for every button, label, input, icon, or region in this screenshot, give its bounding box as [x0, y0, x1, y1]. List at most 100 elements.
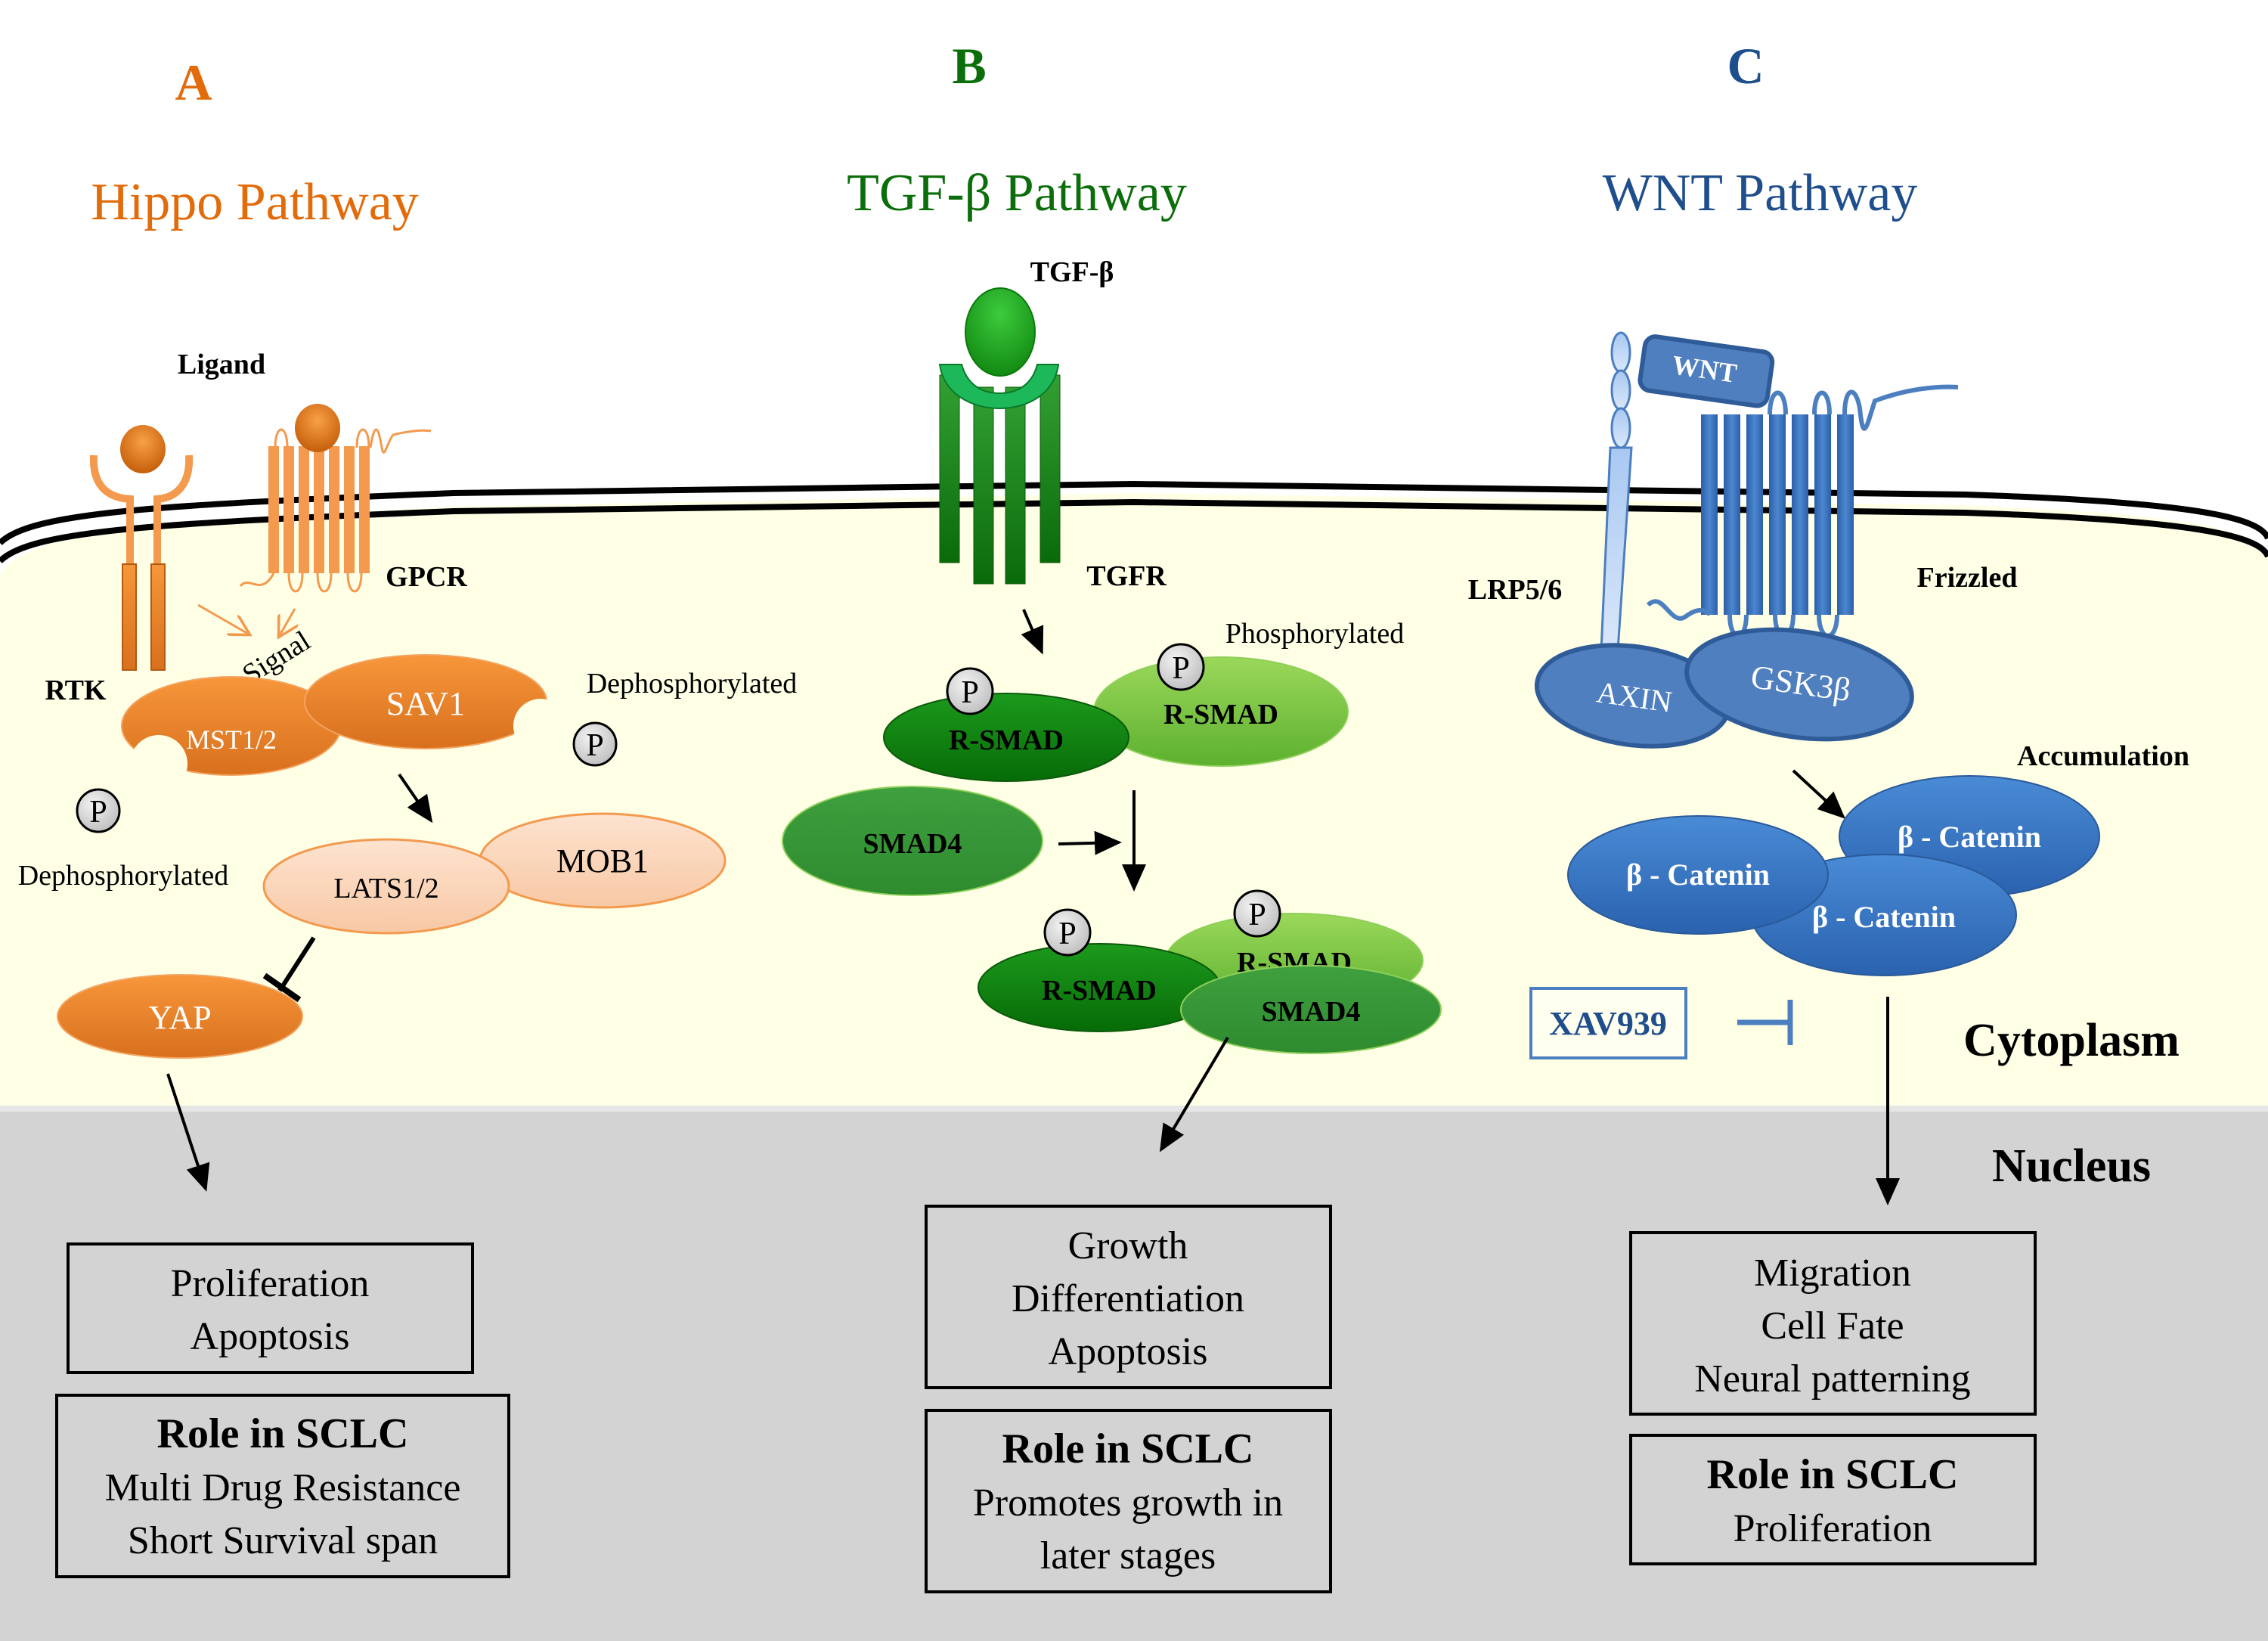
lrp-receptor: [1600, 331, 1633, 652]
frizzled-receptor: [1646, 384, 1959, 638]
label-smad4-complex: SMAD4: [1262, 996, 1361, 1028]
nucleus-border: [0, 1106, 2268, 1112]
label-gpcr: GPCR: [386, 561, 467, 593]
label-lats: LATS1/2: [333, 873, 438, 904]
svg-text:P: P: [1058, 917, 1076, 951]
label-ligand: Ligand: [178, 349, 265, 380]
phospho-p-b3: P: [1043, 908, 1092, 957]
phospho-p-left: P: [76, 788, 121, 833]
label-frizzled: Frizzled: [1917, 562, 2018, 594]
wnt-function-line-2: Cell Fate: [1761, 1304, 1904, 1348]
hippo-role-line-2: Short Survival span: [128, 1519, 438, 1562]
cell-membrane-outer: [0, 480, 2268, 545]
signal-arrow-gpcr: [280, 608, 295, 635]
svg-text:P: P: [89, 795, 107, 830]
arrow-gsk-to-catenin: [1792, 769, 1845, 819]
cell-membrane-inner: [0, 498, 2268, 563]
wnt-ligand: [1637, 334, 1775, 408]
wnt-role-line-1: Proliferation: [1734, 1507, 1932, 1550]
tgf-function-box: [925, 1205, 1332, 1389]
protein-smad4-complex: [1180, 965, 1442, 1054]
label-nucleus: Nucleus: [1992, 1140, 2151, 1192]
pathway-title-tgf: TGF-β Pathway: [847, 164, 1187, 222]
protein-rsmad-dark-1: [883, 693, 1129, 782]
label-mst: MST1/2: [186, 724, 277, 755]
tgf-function-line-3: Apoptosis: [1049, 1330, 1208, 1373]
wnt-function-line-3: Neural patterning: [1694, 1357, 1970, 1401]
inhibit-bar: [262, 973, 302, 1003]
panel-wnt: C WNT Pathway WNT: [1468, 37, 2189, 1565]
protein-smad4-free: [782, 786, 1043, 896]
label-cytoplasm: Cytoplasm: [1963, 1015, 2180, 1066]
label-tgfr: TGFR: [1086, 560, 1167, 592]
phospho-p-b2: P: [1157, 643, 1205, 691]
hippo-function-line-1: Proliferation: [171, 1262, 370, 1305]
label-accumulation: Accumulation: [2017, 740, 2189, 772]
arrow-yap-to-nucleus: [166, 1073, 210, 1192]
hippo-role-box: [55, 1394, 510, 1578]
hippo-function-box: [67, 1242, 474, 1374]
label-phosphorylated: Phosphorylated: [1225, 618, 1404, 650]
phospho-p-right: P: [572, 721, 618, 767]
signal-arrow-rtk: [197, 603, 248, 634]
wnt-role-box: [1629, 1434, 2037, 1565]
wnt-function-box: [1629, 1231, 2037, 1416]
label-yap: YAP: [148, 999, 211, 1036]
svg-text:P: P: [961, 675, 978, 710]
panel-letter-a: A: [175, 54, 212, 111]
label-catenin-1: β - Catenin: [1626, 858, 1770, 892]
label-smad4-free: SMAD4: [863, 828, 962, 860]
label-catenin-3: β - Catenin: [1898, 820, 2041, 854]
label-sav: SAV1: [386, 685, 465, 722]
inhibit-lats-yap: [277, 936, 316, 992]
tgf-role-box: [925, 1409, 1332, 1593]
tgf-function-line-1: Growth: [1068, 1224, 1188, 1267]
tgf-role-title: Role in SCLC: [1002, 1425, 1254, 1472]
rtk-receptor: [89, 425, 194, 671]
gpcr-ligand-ball: [295, 404, 340, 452]
label-tgf-beta: TGF-β: [1030, 256, 1114, 288]
tgf-role-line-2: later stages: [1040, 1534, 1216, 1577]
svg-text:P: P: [1172, 651, 1189, 686]
gpcr-receptor: [239, 404, 432, 593]
arrow-smad-to-nucleus: [1159, 1036, 1229, 1152]
label-catenin-2: β - Catenin: [1812, 900, 1956, 934]
panel-tgf-beta: B TGF-β Pathway TGF-β TGFR Phosphorylate…: [782, 37, 1442, 1593]
protein-catenin-1: [1567, 815, 1829, 935]
label-mob: MOB1: [556, 842, 649, 879]
tgf-function-line-2: Differentiation: [1012, 1277, 1244, 1320]
label-xav939: XAV939: [1549, 1005, 1667, 1042]
tgf-role-line-1: Promotes growth in: [973, 1481, 1283, 1525]
svg-text:P: P: [586, 728, 603, 763]
wnt-role-title: Role in SCLC: [1707, 1451, 1959, 1498]
hippo-function-line-2: Apoptosis: [191, 1315, 350, 1358]
svg-text:P: P: [1248, 898, 1266, 932]
hippo-role-line-1: Multi Drug Resistance: [105, 1466, 461, 1509]
label-lrp: LRP5/6: [1468, 574, 1563, 606]
rtk-ligand-ball: [120, 425, 166, 473]
label-rsmad-light-1: R-SMAD: [1163, 699, 1278, 731]
panel-hippo: A Hippo Pathway Ligand RTK: [18, 54, 798, 1578]
panel-letter-c: C: [1727, 37, 1764, 95]
pathway-title-wnt: WNT Pathway: [1603, 164, 1918, 222]
protein-gsk: [1684, 627, 1914, 742]
protein-yap: [57, 974, 303, 1059]
hippo-role-title: Role in SCLC: [157, 1410, 409, 1457]
tgf-beta-ligand: [965, 287, 1036, 377]
inhibitor-xav939-box: [1529, 987, 1687, 1059]
label-rsmad-dark-1: R-SMAD: [949, 724, 1064, 756]
arrow-mst-to-lats: [398, 773, 433, 824]
label-dephos-left: Dephosphorylated: [18, 860, 229, 892]
label-dephos-right: Dephosphorylated: [587, 668, 798, 700]
arrow-tgfr-to-rsmad: [1021, 609, 1044, 655]
phospho-p-b4: P: [1233, 889, 1281, 938]
panel-letter-b: B: [952, 37, 986, 95]
label-rtk: RTK: [45, 675, 106, 706]
protein-lats: [262, 838, 510, 935]
pathway-title-hippo: Hippo Pathway: [91, 173, 419, 231]
label-rsmad-dark-2: R-SMAD: [1042, 975, 1157, 1007]
tgfr-receptor: [938, 287, 1061, 585]
phospho-p-b1: P: [946, 667, 994, 715]
wnt-function-line-1: Migration: [1754, 1252, 1911, 1295]
